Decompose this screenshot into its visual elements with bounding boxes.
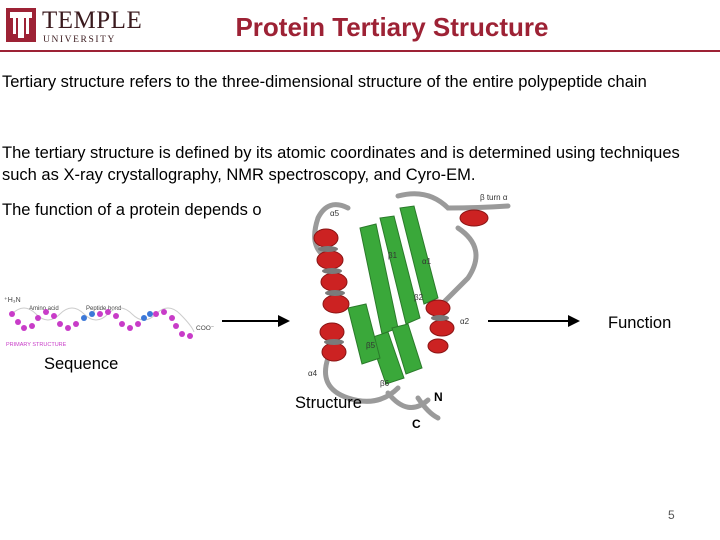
sequence-label: Sequence [44,355,119,373]
function-label: Function [608,314,672,332]
label-alpha5: α5 [330,209,340,218]
label-beta1: β1 [388,251,398,260]
slide-title: Protein Tertiary Structure [235,12,549,42]
label-alpha1: α1 [422,257,432,266]
label-alpha4: α4 [308,369,318,378]
arrow-structure-to-function [488,315,580,327]
arrow-sequence-to-structure [222,315,290,327]
paragraph-definition: Tertiary structure refers to the three-d… [2,73,647,91]
logo-wordmark: TEMPLE [42,7,143,34]
label-beta5: β5 [366,341,376,350]
label-alpha2: α2 [460,317,470,326]
tertiary-structure-ribbon-illustration: α5 β turn α β1 α1 β2 α2 β5 α4 β6 [308,191,511,421]
c-terminus-label: C [412,417,421,431]
primary-structure-illustration: ⁺H₃N Amino acid Peptide bond COO⁻ PRIMAR… [4,297,215,348]
seq-carboxyl-label: COO⁻ [196,325,215,332]
paragraph-function: The function of a protein depends o [2,201,262,219]
label-beta6: β6 [380,379,390,388]
title-rule [0,50,720,52]
temple-logo: TEMPLE UNIVERSITY [6,8,142,46]
page-number: 5 [668,508,675,522]
seq-caption: PRIMARY STRUCTURE [6,342,67,348]
logo-subtitle: UNIVERSITY [43,35,116,45]
label-beta-turn: β turn α [480,193,508,202]
structure-label: Structure [295,394,362,412]
seq-amino-acid-label: Amino acid [29,306,59,312]
seq-peptide-bond-label: Peptide bond [86,306,121,312]
paragraph-methods: The tertiary structure is defined by its… [2,144,680,184]
n-terminus-label: N [434,390,443,404]
temple-t-logo-icon [6,8,36,42]
seq-amino-label: ⁺H₃N [4,297,21,304]
label-beta2: β2 [414,293,424,302]
